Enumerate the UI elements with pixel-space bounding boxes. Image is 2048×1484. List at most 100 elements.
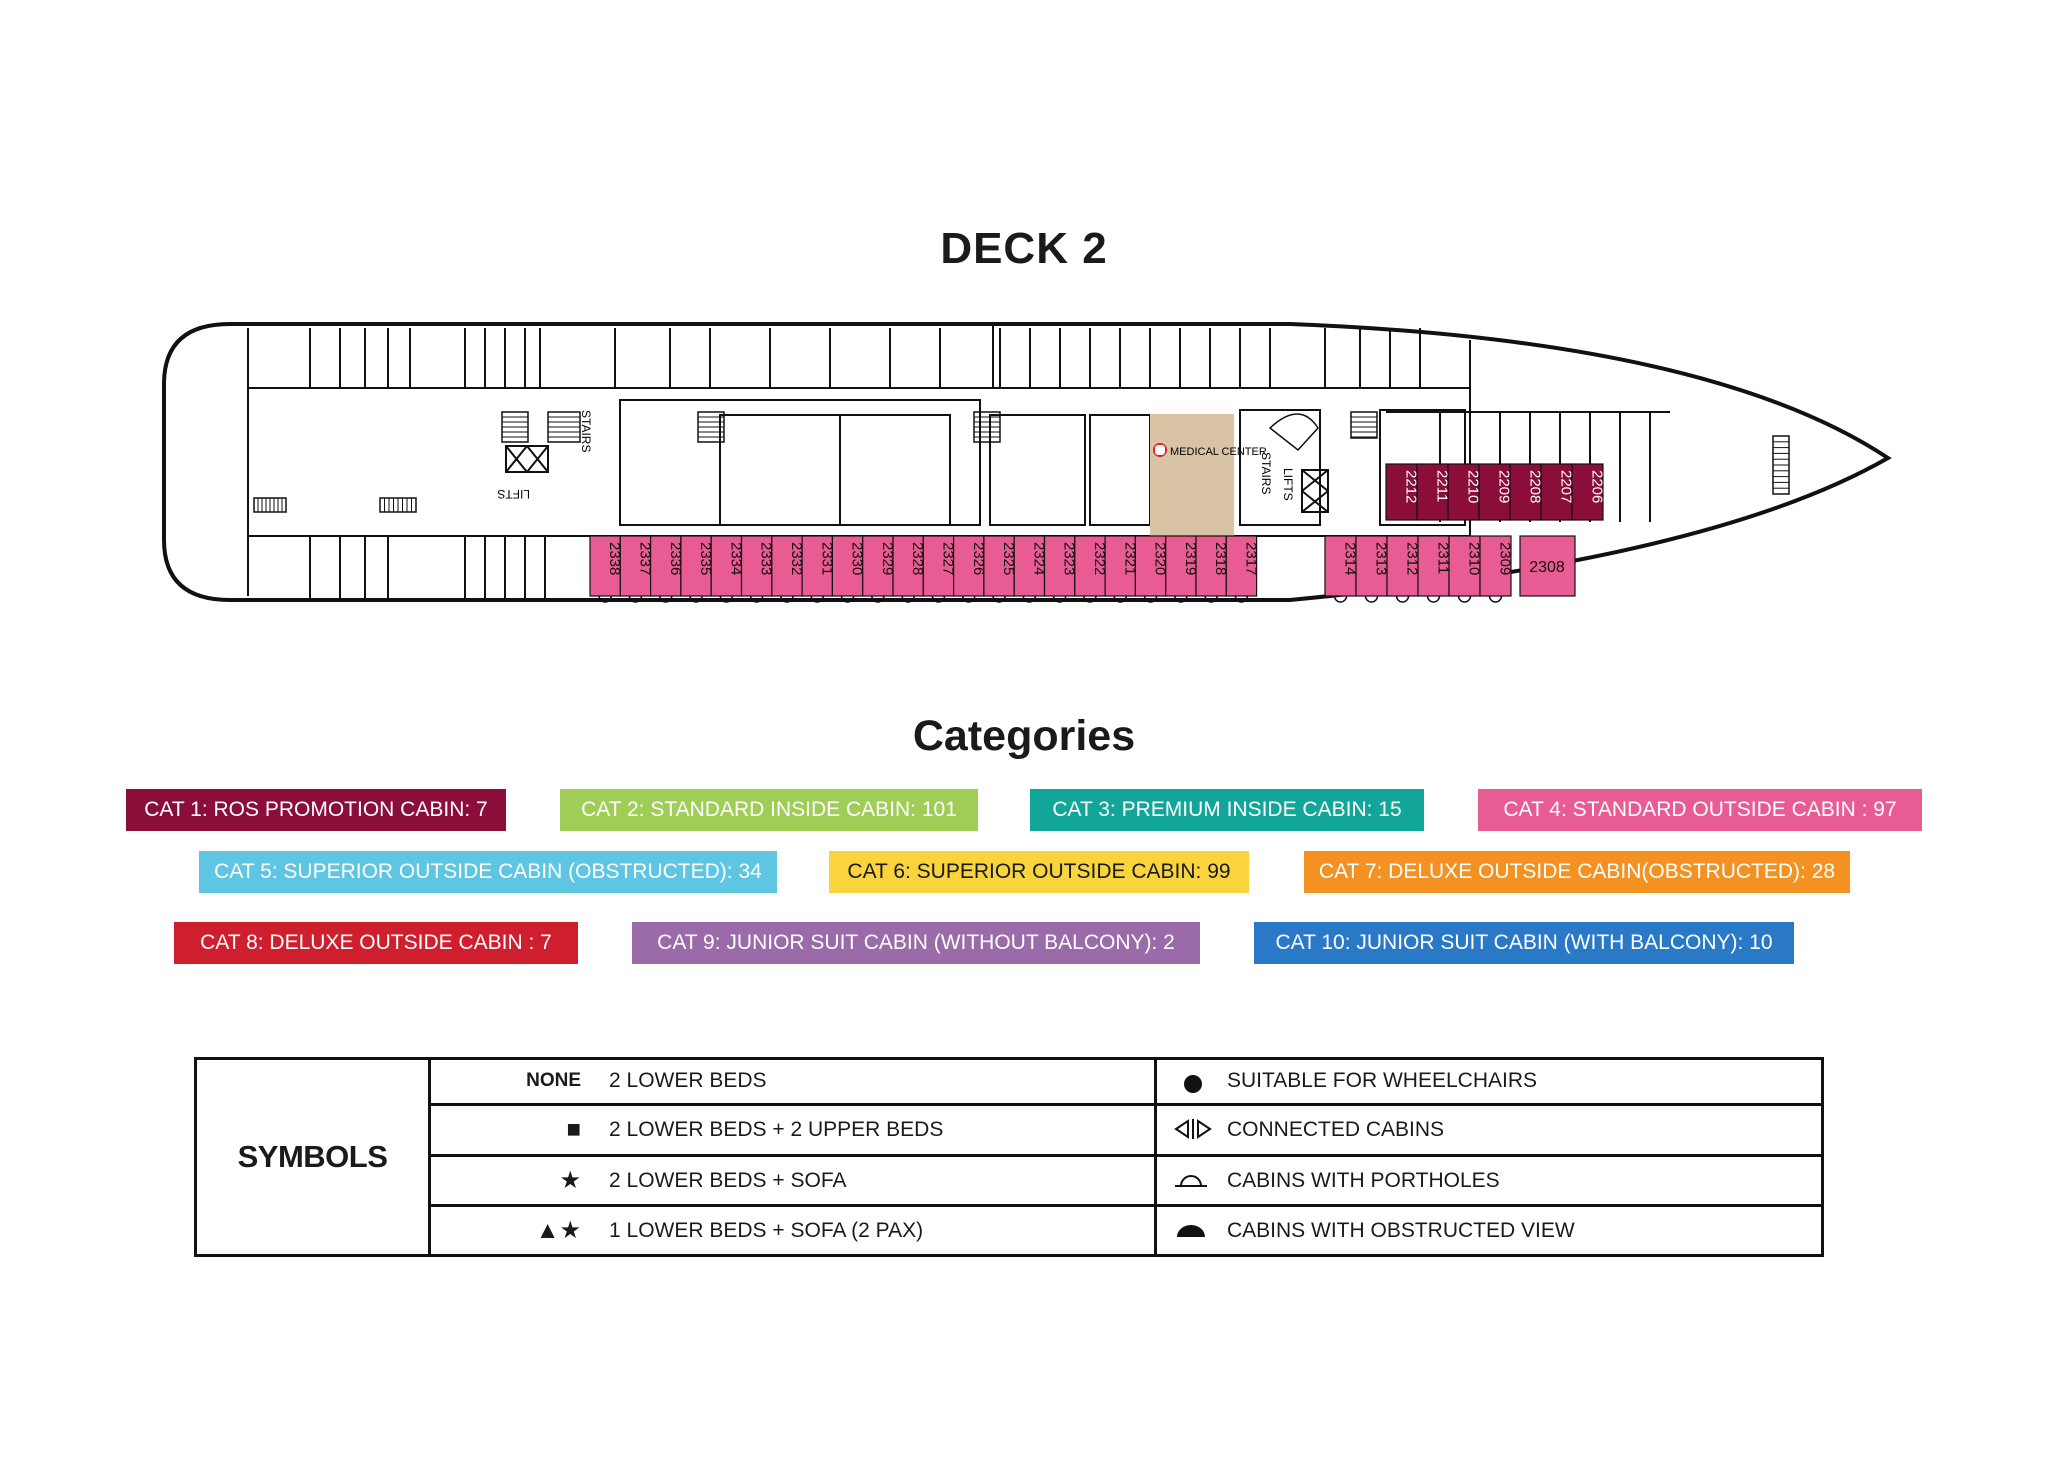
porthole-icon xyxy=(1113,595,1127,603)
symbol-text: SUITABLE FOR WHEELCHAIRS xyxy=(1227,1069,1537,1092)
porthole-icon xyxy=(1234,595,1249,603)
porthole-icon xyxy=(719,595,734,603)
porthole-icon xyxy=(749,595,764,603)
cabin-2313: 2313 xyxy=(1355,535,1390,603)
cabin-2208: 2208 xyxy=(1509,463,1544,521)
cabin-number: 2332 xyxy=(788,542,805,575)
cabin-number: 2209 xyxy=(1496,470,1513,503)
medical-center-label: MEDICAL CENTER xyxy=(1170,446,1267,458)
symbol-text: 1 LOWER BEDS + SOFA (2 PAX) xyxy=(609,1219,924,1242)
porthole-icon xyxy=(1488,595,1503,603)
symbols-heading: SYMBOLS xyxy=(197,1060,431,1254)
cabin-2210: 2210 xyxy=(1447,463,1482,521)
stairs-label-aft: STAIRS xyxy=(579,410,593,452)
cabin-2322: 2322 xyxy=(1074,535,1108,603)
lifts-label-fwd: LIFTS xyxy=(1281,468,1295,501)
cabin-2317: 2317 xyxy=(1225,535,1259,603)
porthole-icon xyxy=(1022,595,1037,603)
cabin-number: 2208 xyxy=(1527,470,1544,503)
cat-5-badge: CAT 5: SUPERIOR OUTSIDE CABIN (OBSTRUCTE… xyxy=(199,851,777,893)
cabin-number: 2318 xyxy=(1212,542,1229,575)
cabin-number: 2310 xyxy=(1466,542,1483,575)
cabin-number: 2321 xyxy=(1121,542,1138,575)
cabin-number: 2323 xyxy=(1061,542,1078,575)
symbols-legend: SYMBOLS NONE 2 LOWER BEDS ■ 2 LOWER BEDS… xyxy=(194,1057,1824,1257)
cabin-2331: 2331 xyxy=(801,535,835,603)
cabin-2321: 2321 xyxy=(1104,535,1138,603)
cabin-2309: 2309 xyxy=(1479,535,1514,603)
dot-icon xyxy=(1184,1075,1202,1093)
porthole-icon xyxy=(840,595,855,603)
cabin-number: 2211 xyxy=(1434,470,1451,502)
cabin-number: 2328 xyxy=(909,542,926,575)
triangle-star-icon: ▲★ xyxy=(535,1217,581,1244)
porthole-icon xyxy=(659,595,673,603)
cabin-number: 2336 xyxy=(667,542,684,575)
star-icon: ★ xyxy=(559,1167,581,1194)
porthole-icon xyxy=(1395,595,1410,603)
cat-10-badge: CAT 10: JUNIOR SUIT CABIN (WITH BALCONY)… xyxy=(1254,922,1794,964)
cabin-2311: 2311 xyxy=(1417,535,1452,603)
porthole-icon xyxy=(1143,595,1158,603)
cabin-2337: 2337 xyxy=(619,535,653,603)
cabin-2338: 2338 xyxy=(589,535,623,603)
cabin-number: 2326 xyxy=(970,542,987,575)
porthole-icon xyxy=(1174,595,1188,603)
cabin-2211: 2211 xyxy=(1416,463,1451,521)
cabin-2212: 2212 xyxy=(1385,463,1420,521)
cabin-number: 2317 xyxy=(1242,542,1259,575)
porthole-icon xyxy=(628,595,643,603)
cabin-2318: 2318 xyxy=(1195,535,1229,603)
cabin-number: 2338 xyxy=(606,542,623,575)
cabin-2329: 2329 xyxy=(862,535,896,603)
cabin-number: 2330 xyxy=(849,542,866,575)
cabin-2326: 2326 xyxy=(952,535,987,603)
cabin-2335: 2335 xyxy=(680,535,714,603)
cabin-number: 2334 xyxy=(727,542,744,575)
stairs-label-fwd: STAIRS xyxy=(1259,452,1273,494)
cabin-2209: 2209 xyxy=(1478,463,1513,521)
hull-outline xyxy=(162,322,1892,602)
connected-cabins-icon xyxy=(1174,1119,1212,1139)
cabin-2310: 2310 xyxy=(1448,535,1483,603)
lifts-label-aft: LIFTS xyxy=(497,487,530,501)
deck-plan: STAIRS LIFTS STAIRS LIFTS MEDICAL CENTER… xyxy=(162,322,1892,603)
cabin-number: 2312 xyxy=(1404,542,1421,575)
cabin-number: 2319 xyxy=(1182,542,1199,575)
cabin-number: 2329 xyxy=(879,542,896,575)
cabin-2324: 2324 xyxy=(1013,535,1047,603)
svg-text:2308: 2308 xyxy=(1529,559,1565,576)
cabin-2319: 2319 xyxy=(1165,535,1199,603)
cabin-2207: 2207 xyxy=(1540,463,1575,521)
cat-7-badge: CAT 7: DELUXE OUTSIDE CABIN(OBSTRUCTED):… xyxy=(1304,851,1850,893)
symbol-text: CABINS WITH PORTHOLES xyxy=(1227,1169,1500,1192)
cabin-2330: 2330 xyxy=(831,535,866,603)
cabin-number: 2212 xyxy=(1403,470,1420,503)
porthole-icon xyxy=(1083,595,1097,603)
cabin-2314: 2314 xyxy=(1324,535,1359,603)
cabin-number: 2335 xyxy=(697,542,714,575)
porthole-icon xyxy=(1175,1175,1207,1187)
cabin-2332: 2332 xyxy=(771,535,805,603)
cabin-2336: 2336 xyxy=(650,535,684,603)
cabin-2325: 2325 xyxy=(983,535,1017,603)
cabin-number: 2207 xyxy=(1558,470,1575,503)
cabin-number: 2327 xyxy=(939,542,956,575)
porthole-icon xyxy=(992,595,1006,603)
deck-title: DECK 2 xyxy=(940,224,1108,273)
porthole-icon xyxy=(901,595,915,603)
cabin-number: 2333 xyxy=(758,542,775,575)
cabin-2206: 2206 xyxy=(1571,463,1606,521)
cabin-2320: 2320 xyxy=(1134,535,1169,603)
cat-8-badge: CAT 8: DELUXE OUTSIDE CABIN : 7 xyxy=(174,922,578,964)
porthole-icon xyxy=(1204,595,1218,603)
porthole-icon xyxy=(689,595,703,603)
cabin-2308: 2308 xyxy=(1519,535,1576,597)
porthole-icon xyxy=(1457,595,1472,603)
porthole-icon xyxy=(780,595,794,603)
porthole-icon xyxy=(1426,595,1441,603)
symbol-text: 2 LOWER BEDS xyxy=(609,1069,767,1092)
cabin-number: 2337 xyxy=(636,542,653,575)
porthole-icon xyxy=(871,595,885,603)
none-glyph: NONE xyxy=(526,1070,581,1091)
